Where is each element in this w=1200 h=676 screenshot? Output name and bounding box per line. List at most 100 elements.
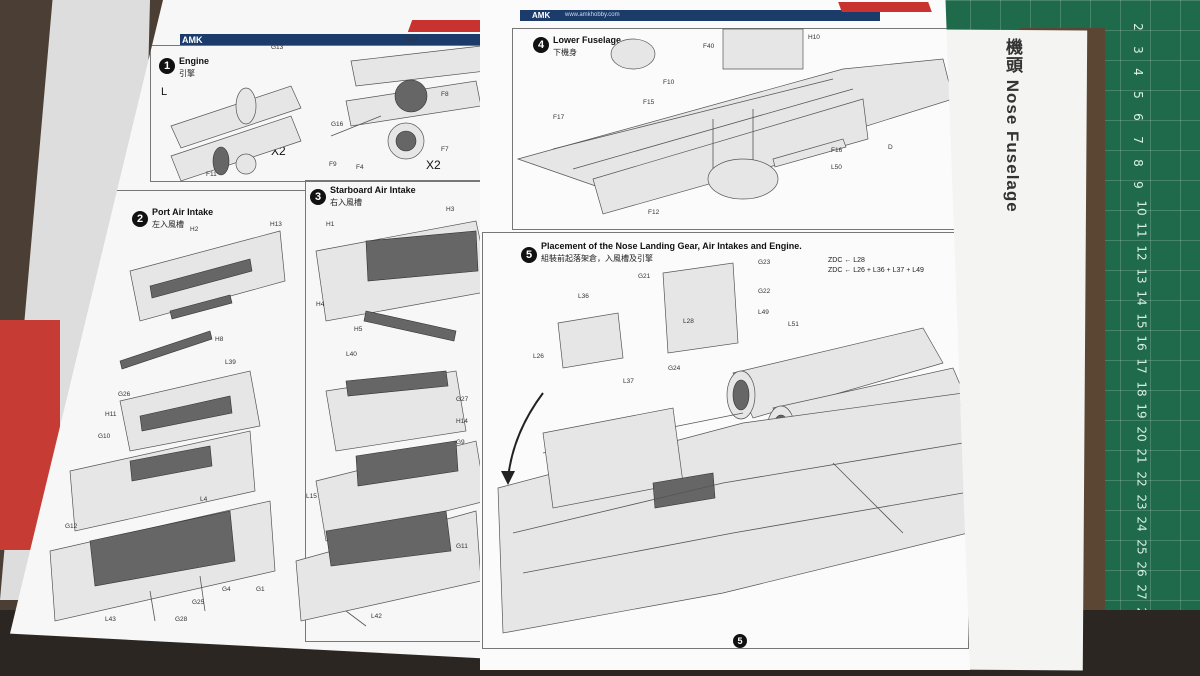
ruler-number: 11: [1134, 222, 1149, 239]
ruler-number: 12: [1134, 245, 1149, 261]
lower-fuselage-drawing: [516, 28, 954, 215]
ruler-number: 27: [1134, 584, 1149, 600]
part-label: F11: [206, 171, 217, 178]
part-label: G10: [98, 433, 111, 440]
zdc-note-2: ZDC ← L26 + L36 + L37 + L49: [828, 267, 924, 274]
ruler-number: 15: [1134, 313, 1149, 329]
part-label: F17: [553, 114, 565, 121]
zdc-note-1: ZDC ← L28: [828, 257, 865, 264]
left-header-bar: [180, 34, 510, 46]
part-label: H3: [446, 206, 455, 213]
step-4-panel: 4 Lower Fuselage 下機身 F40 H10 F17 F10 F15…: [512, 28, 964, 230]
quantity-x2-b: X2: [426, 158, 441, 172]
back-sheet-subtitle: 機頭: [1003, 38, 1022, 74]
part-label: H5: [354, 326, 363, 333]
part-label: G11: [456, 543, 468, 550]
engine-drawing: [170, 45, 487, 182]
left-engine-halves: [170, 85, 302, 182]
step-4-title-cn: 下機身: [553, 48, 577, 57]
part-label: G27: [456, 396, 469, 403]
step-1-title: Engine: [179, 56, 210, 66]
part-label: H2: [190, 226, 199, 233]
ruler-number: 4: [1130, 68, 1145, 77]
ruler-number: 19: [1134, 403, 1149, 419]
part-label: G16: [331, 121, 344, 128]
step-3-title: Starboard Air Intake: [330, 185, 416, 195]
ruler-number: 18: [1134, 380, 1149, 397]
part-label: G4: [222, 586, 231, 593]
part-label: F12: [648, 209, 660, 216]
part-label: F8: [441, 91, 449, 98]
ruler-number: 23: [1134, 493, 1149, 510]
part-label: G13: [271, 44, 284, 51]
step-5-title: Placement of the Nose Landing Gear, Air …: [541, 241, 802, 251]
right-header-bar: [520, 10, 880, 21]
back-sheet-title-text: Nose Fuselage: [1003, 79, 1022, 213]
ruler-number: 26: [1134, 561, 1149, 578]
port-intake-drawing: [49, 230, 286, 622]
part-label: G26: [118, 391, 131, 398]
ruler-number: 5: [1130, 90, 1145, 99]
part-label: G14: [406, 36, 419, 43]
part-label: H11: [105, 411, 117, 418]
ruler-number: 9: [1130, 181, 1145, 190]
part-label: L28: [683, 318, 694, 325]
ruler-number: 20: [1134, 426, 1149, 442]
instruction-page-right: AMK www.amkhobby.com 4 Lower Fuselage 下機…: [480, 0, 970, 670]
part-label: G12: [65, 523, 78, 530]
step-3-panel: 3 Starboard Air Intake 右入風槽 H3 H1 H4 H5 …: [256, 180, 506, 642]
part-label: F40: [703, 43, 715, 50]
ruler-number: 14: [1134, 290, 1149, 306]
ruler-number: 21: [1134, 448, 1149, 465]
part-label: L4: [200, 496, 208, 503]
step-1-number: 1: [159, 58, 175, 74]
part-label: L39: [225, 359, 236, 366]
ruler-number: 17: [1134, 358, 1149, 374]
ruler-number: 8: [1130, 158, 1145, 167]
step-2-panel: 2 Port Air Intake 左入風槽 H13 H2 H8 L39 G26…: [30, 190, 306, 631]
part-label: G23: [758, 259, 771, 266]
part-label: L43: [105, 616, 116, 623]
step-3-title-cn: 右入風槽: [330, 198, 362, 207]
ruler-number: 3: [1130, 45, 1145, 54]
part-label: H8: [215, 336, 224, 343]
part-label: G21: [638, 273, 651, 280]
part-label: G22: [758, 288, 771, 295]
step-3-number: 3: [310, 189, 326, 205]
part-label: F9: [329, 161, 337, 168]
part-label: L37: [623, 378, 634, 385]
part-label: F16: [831, 147, 843, 154]
fuselage-assembly: [497, 392, 969, 634]
ruler-number: 13: [1134, 267, 1149, 284]
step-5-title-cn: 組裝前起落架倉，入風槽及引擎: [541, 254, 653, 263]
ruler-number: 25: [1134, 539, 1149, 555]
step-2-title: Port Air Intake: [152, 207, 214, 217]
part-label: L36: [578, 293, 589, 300]
part-label: F4: [356, 164, 364, 171]
ruler-number: 24: [1134, 516, 1149, 532]
step-5-number: 5: [521, 247, 537, 263]
ruler-number: 7: [1130, 136, 1145, 144]
brand-logo-right: AMK: [532, 11, 551, 20]
part-label: G9: [456, 439, 465, 446]
ruler-number: 6: [1130, 113, 1145, 122]
page-number-right: 5: [733, 634, 747, 648]
step-1-title-cn: 引擎: [179, 69, 195, 78]
step-4-number: 4: [533, 37, 549, 53]
step-2-number: 2: [132, 211, 148, 227]
part-label: H13: [270, 221, 282, 228]
part-label: G25: [192, 599, 205, 606]
ruler-number: 22: [1134, 471, 1149, 487]
part-label: H10: [808, 34, 820, 41]
step-1-panel: 1 Engine 引擎 L R X2 X2 G14 G13: [150, 36, 507, 182]
part-label: G1: [256, 586, 265, 593]
part-label: L51: [788, 321, 799, 328]
brand-logo: AMK: [182, 35, 203, 45]
part-label: L40: [346, 351, 357, 358]
part-label: L49: [758, 309, 769, 316]
part-label: L26: [533, 353, 544, 360]
part-label: F10: [663, 79, 675, 86]
part-label: D: [888, 144, 893, 151]
right-header-accent: [838, 2, 932, 12]
right-engine-halves: [330, 45, 487, 160]
